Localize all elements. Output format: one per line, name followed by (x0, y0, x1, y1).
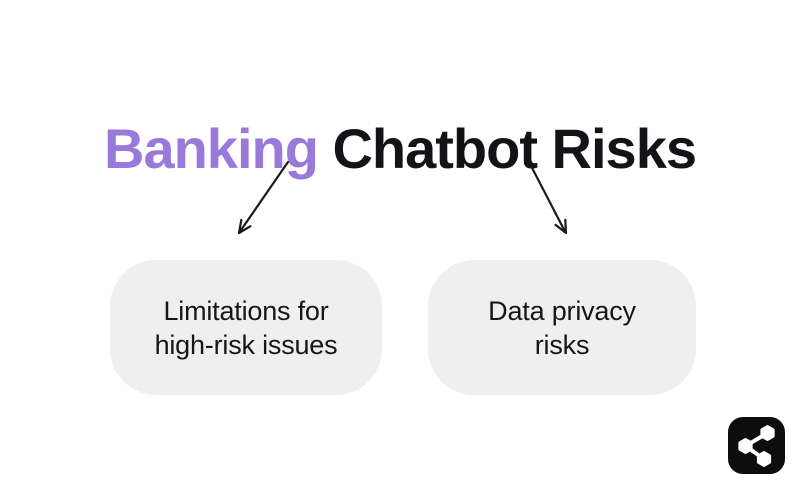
arrow-right-head (554, 218, 568, 235)
title-highlight: Banking (104, 116, 319, 180)
page-title: Banking Chatbot Risks (0, 116, 800, 180)
node-data-privacy: Data privacy risks (428, 260, 696, 395)
node-limitations: Limitations for high-risk issues (110, 260, 382, 395)
arrow-left-head (237, 218, 252, 235)
node-label: Data privacy risks (488, 295, 636, 360)
node-label: Limitations for high-risk issues (154, 295, 338, 360)
title-rest: Chatbot Risks (332, 116, 696, 180)
share-network-icon (729, 418, 785, 474)
flourish-badge[interactable] (728, 417, 785, 474)
